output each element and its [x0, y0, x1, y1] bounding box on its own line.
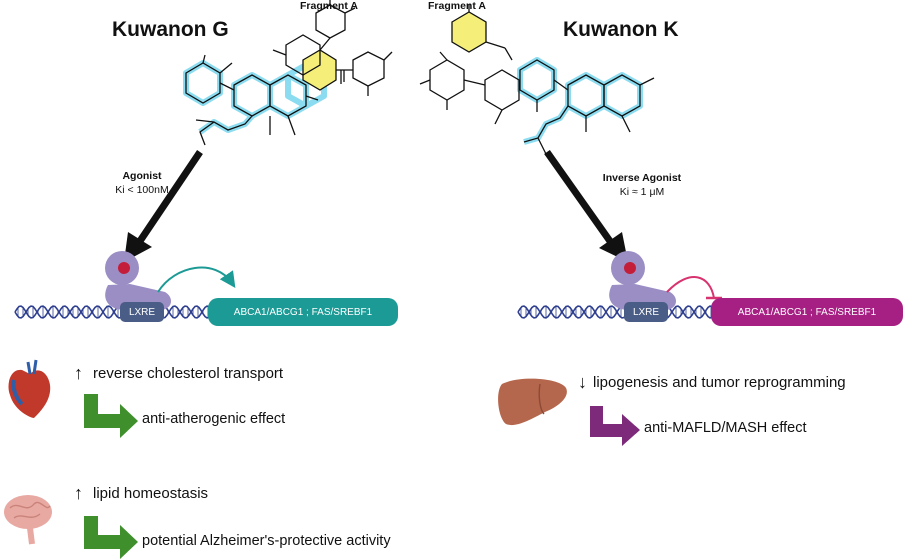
- agonist-arrow: [124, 150, 203, 262]
- inverse-agonist-arrow: [544, 149, 628, 262]
- result-anti-atherogenic: anti-atherogenic effect: [142, 411, 286, 427]
- heart-icon: [8, 359, 51, 418]
- result-alzheimer: potential Alzheimer's-protective activit…: [142, 533, 391, 549]
- dna-helix-right: [517, 305, 715, 319]
- target-genes-right: ABCA1/ABCG1 ; FAS/SREBF1: [711, 298, 903, 326]
- effect-lipogenesis: ↓ lipogenesis and tumor reprogramming: [578, 372, 846, 393]
- agonist-label: Agonist: [122, 170, 162, 182]
- agonist-ki: Ki < 100nM: [115, 184, 169, 196]
- fragment-a-label-right: Fragment A: [428, 0, 486, 12]
- result-arrow-mafld: [590, 406, 640, 446]
- kuwanon-k-structure: [419, 4, 655, 155]
- lxre-box-left: LXRE: [120, 302, 164, 322]
- kuwanon-g-title: Kuwanon G: [112, 18, 229, 41]
- effect-text: reverse cholesterol transport: [93, 365, 284, 382]
- fragment-a-label-left: Fragment A: [300, 0, 358, 12]
- up-arrow-icon: ↑: [74, 363, 83, 383]
- liver-icon: [498, 378, 567, 426]
- kuwanon-g-structure: [183, 0, 393, 146]
- lxr-receptor-right: [609, 251, 722, 310]
- lxre-box-right: LXRE: [624, 302, 668, 322]
- inverse-agonist-label: Inverse Agonist: [602, 172, 682, 184]
- effect-reverse-cholesterol: ↑ reverse cholesterol transport: [74, 363, 283, 384]
- result-arrow-atherogenic: [84, 394, 138, 438]
- result-arrow-alzheimer: [84, 516, 138, 559]
- result-anti-mafld: anti-MAFLD/MASH effect: [644, 420, 807, 436]
- effect-lipid-homeostasis: ↑ lipid homeostasis: [74, 483, 208, 504]
- brain-icon: [4, 495, 52, 545]
- down-arrow-icon: ↓: [578, 372, 587, 392]
- effect-text: lipogenesis and tumor reprogramming: [593, 374, 846, 391]
- effect-text: lipid homeostasis: [93, 485, 209, 502]
- inverse-agonist-ki: Ki ≈ 1 μM: [619, 186, 665, 198]
- target-genes-left: ABCA1/ABCG1 ; FAS/SREBF1: [208, 298, 398, 326]
- up-arrow-icon: ↑: [74, 483, 83, 503]
- kuwanon-k-title: Kuwanon K: [563, 18, 679, 41]
- dna-helix-left: [14, 305, 212, 319]
